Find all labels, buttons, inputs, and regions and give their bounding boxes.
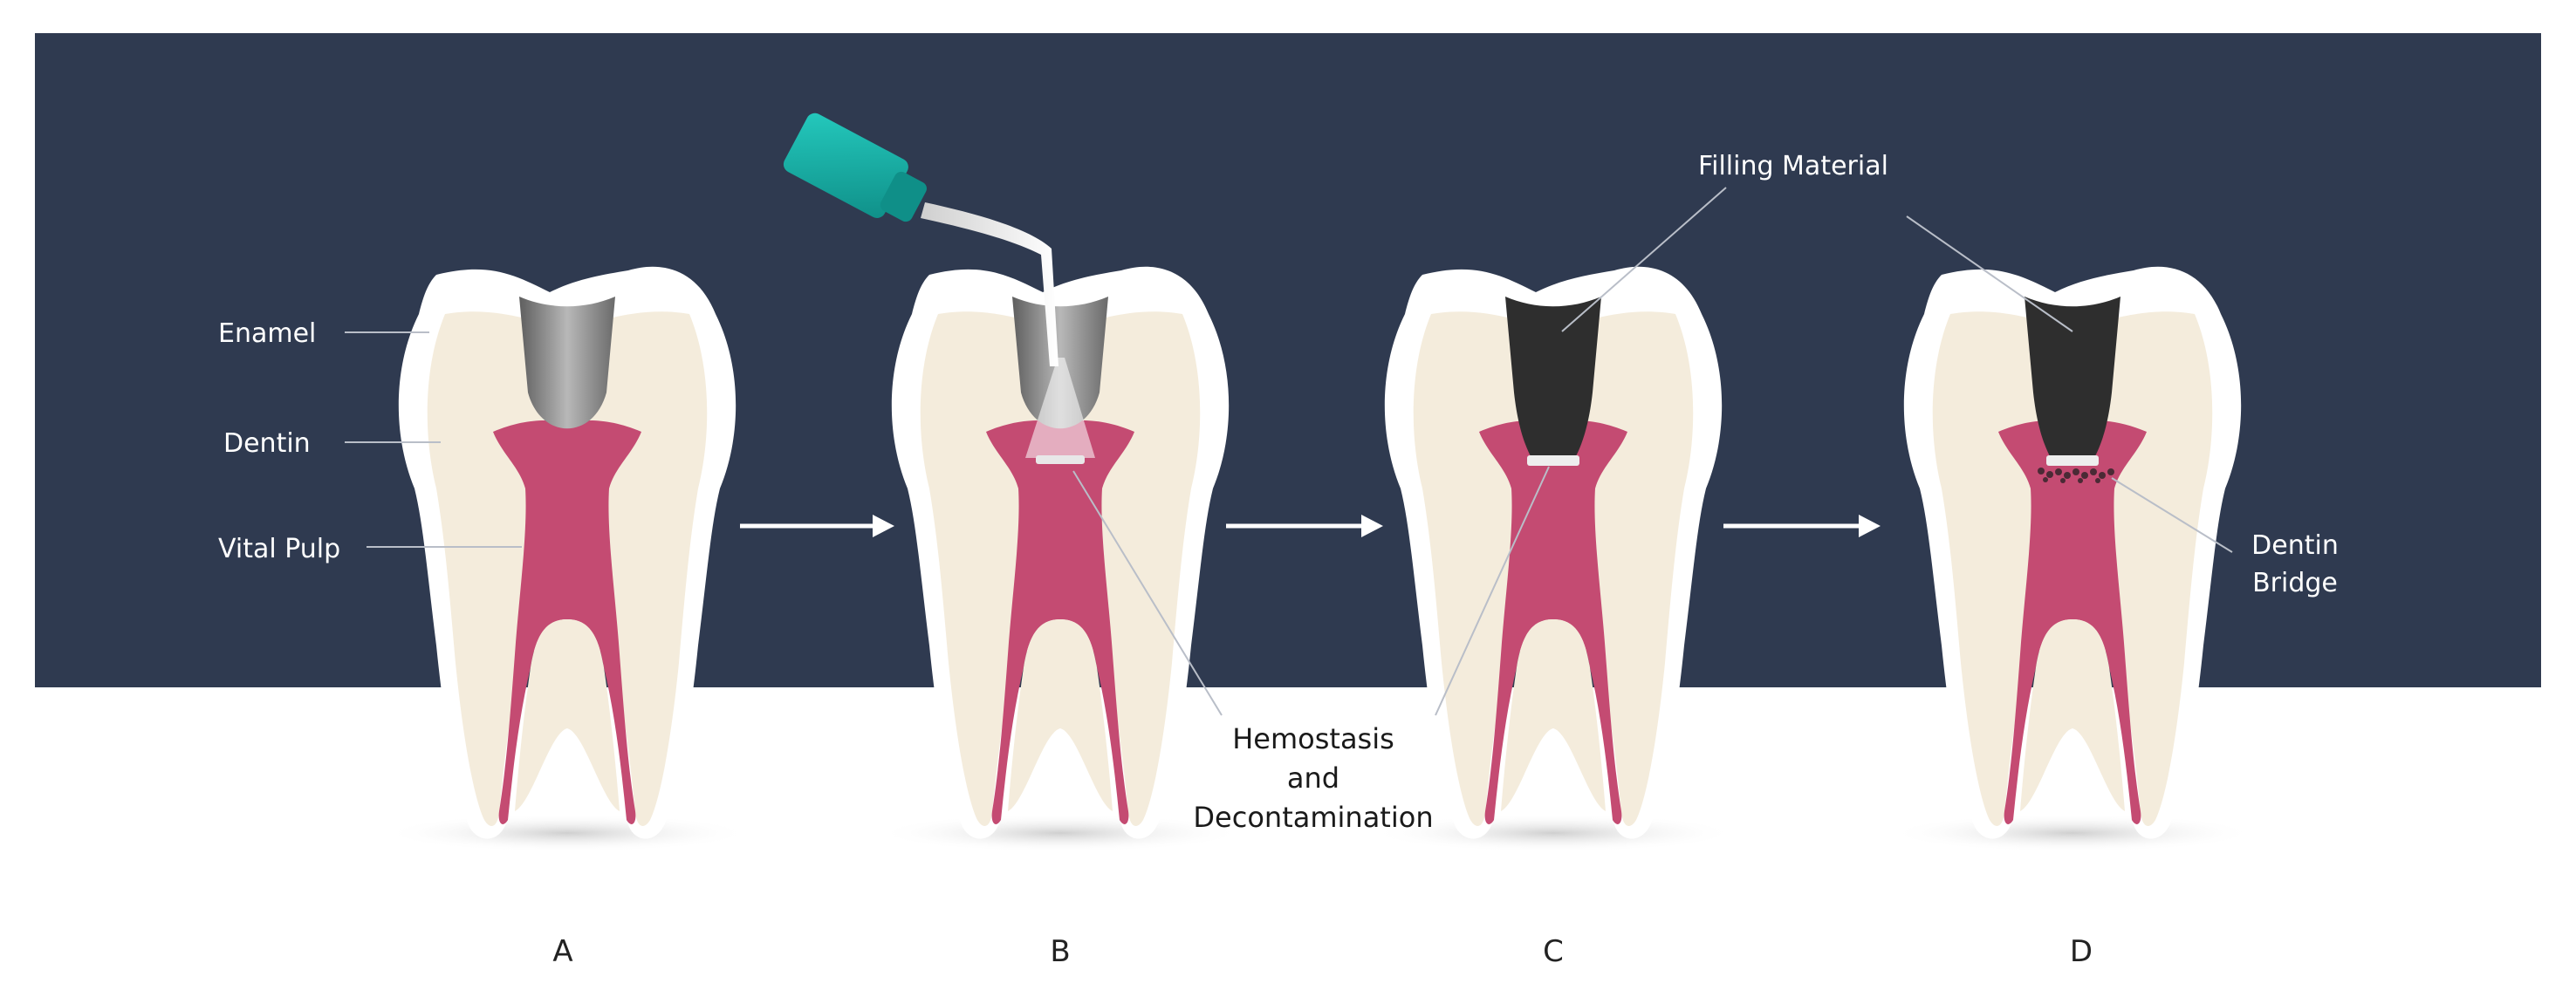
treatment-spray <box>1025 358 1095 458</box>
cavity-prep <box>519 297 615 429</box>
arrow-a-to-b <box>740 515 894 537</box>
tooth-a <box>384 266 750 852</box>
label-dentin: Dentin <box>223 428 311 459</box>
capping-layer <box>1527 455 1579 466</box>
applicator-tool <box>783 113 1058 366</box>
label-hemostasis-line1: Hemostasis <box>1232 722 1394 755</box>
filling-material <box>2024 297 2120 458</box>
hemostasis-leader-c <box>1435 466 1550 716</box>
panel-label-a: A <box>552 934 572 969</box>
arrow-c-to-d <box>1723 515 1881 537</box>
label-filling-material: Filling Material <box>1698 151 1888 181</box>
capping-layer <box>2046 455 2099 466</box>
flow-arrows <box>740 515 1881 537</box>
label-hemostasis-line3: Decontamination <box>1193 801 1433 834</box>
panel-label-b: B <box>1050 934 1070 969</box>
leader-lines <box>345 187 2233 716</box>
applicator-needle <box>921 202 1058 366</box>
arrow-b-to-c <box>1226 515 1383 537</box>
label-hemostasis-line2: and <box>1287 761 1339 795</box>
applicator-body <box>783 113 908 218</box>
dentin-bridge <box>2038 468 2114 483</box>
tooth-c <box>1370 266 1737 852</box>
label-dentin-bridge-line2: Bridge <box>2252 568 2338 598</box>
label-dentin-bridge-line1: Dentin <box>2251 530 2339 561</box>
label-enamel: Enamel <box>218 318 316 349</box>
panel-label-d: D <box>2070 934 2093 969</box>
label-vital-pulp: Vital Pulp <box>218 534 340 564</box>
hemostasis-leader-b <box>1072 470 1223 716</box>
panel-label-c: C <box>1543 934 1564 969</box>
filling-leader-c <box>1561 187 1727 332</box>
tooth-b <box>877 266 1243 852</box>
filling-material <box>1505 297 1601 458</box>
hemostasis-layer <box>1036 455 1085 464</box>
filling-leader-d <box>1906 215 2073 332</box>
tooth-d <box>1889 266 2256 852</box>
dentin-bridge-leader <box>2111 477 2233 553</box>
